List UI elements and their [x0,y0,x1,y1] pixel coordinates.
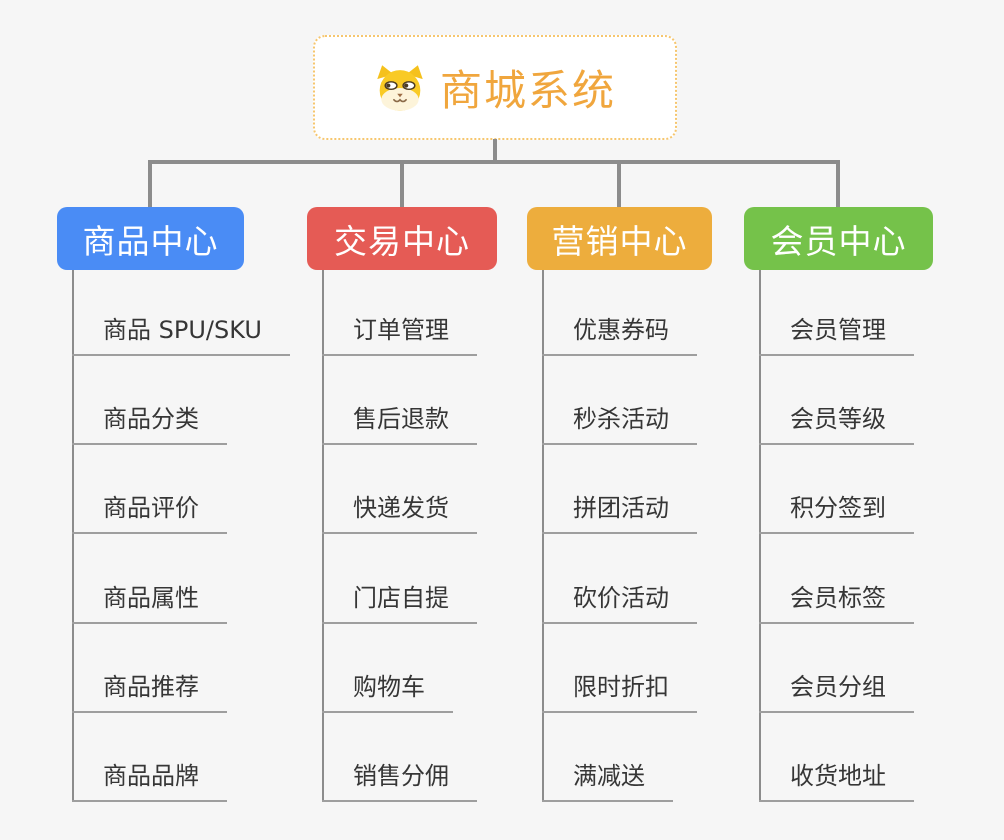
topic-item[interactable]: 会员管理 [759,312,914,356]
topic-item-label: 商品品牌 [103,762,199,790]
topic-item[interactable]: 商品品牌 [72,758,227,802]
topic-item[interactable]: 商品 SPU/SKU [72,312,290,356]
topic-item[interactable]: 会员等级 [759,401,914,445]
topic-item-label: 快递发货 [353,494,449,522]
branch-node-member-center[interactable]: 会员中心 [744,207,933,270]
topic-item-label: 商品分类 [103,405,199,433]
topic-item-label: 拼团活动 [573,494,669,522]
topic-item[interactable]: 门店自提 [322,580,477,624]
topic-item[interactable]: 购物车 [322,669,453,713]
topic-item[interactable]: 限时折扣 [542,669,697,713]
branch-column-marketing: 营销中心 优惠券码 秒杀活动 拼团活动 砍价活动 限时折扣 满减送 [527,207,787,807]
topic-item-label: 商品评价 [103,494,199,522]
shiba-dog-icon [377,64,423,111]
topic-item-label: 积分签到 [790,494,886,522]
topic-item-label: 会员标签 [790,584,886,612]
topic-item[interactable]: 收货地址 [759,758,914,802]
branch-node-marketing-center[interactable]: 营销中心 [527,207,712,270]
branch-column-product: 商品中心 商品 SPU/SKU 商品分类 商品评价 商品属性 商品推荐 商品品牌 [57,207,317,807]
connector-drop-product [148,160,152,207]
topic-item[interactable]: 会员分组 [759,669,914,713]
topic-item-label: 商品属性 [103,584,199,612]
topic-item[interactable]: 售后退款 [322,401,477,445]
connector-root-stub [493,139,497,161]
topic-item-label: 会员管理 [790,316,886,344]
connector-drop-marketing [617,160,621,207]
topic-item-label: 购物车 [353,673,425,701]
connector-drop-member [836,160,840,207]
topic-item-label: 售后退款 [353,405,449,433]
topic-item-label: 商品 SPU/SKU [103,316,262,344]
topic-item[interactable]: 会员标签 [759,580,914,624]
topic-item-label: 满减送 [573,762,645,790]
branch-node-product-center[interactable]: 商品中心 [57,207,244,270]
topic-item[interactable]: 商品推荐 [72,669,227,713]
topic-item-label: 订单管理 [353,316,449,344]
topic-item-label: 会员等级 [790,405,886,433]
topic-item-label: 销售分佣 [353,762,449,790]
topic-item[interactable]: 商品属性 [72,580,227,624]
topic-item[interactable]: 秒杀活动 [542,401,697,445]
connector-horizontal-bar [148,160,840,164]
branch-node-trade-center[interactable]: 交易中心 [307,207,497,270]
topic-item-label: 门店自提 [353,584,449,612]
topic-item[interactable]: 销售分佣 [322,758,477,802]
topic-item[interactable]: 积分签到 [759,490,914,534]
topic-item-label: 秒杀活动 [573,405,669,433]
topic-item-label: 限时折扣 [573,673,669,701]
topic-item[interactable]: 商品分类 [72,401,227,445]
topic-item-label: 商品推荐 [103,673,199,701]
topic-item-label: 优惠券码 [573,316,669,344]
topic-item[interactable]: 满减送 [542,758,673,802]
topic-item[interactable]: 订单管理 [322,312,477,356]
topic-item-label: 会员分组 [790,673,886,701]
topic-item[interactable]: 砍价活动 [542,580,697,624]
topic-item[interactable]: 优惠券码 [542,312,697,356]
topic-item-label: 砍价活动 [573,584,669,612]
branch-vline [72,270,74,802]
connector-drop-trade [400,160,404,207]
root-node[interactable]: 商城系统 [313,35,677,140]
branch-vline [759,270,761,802]
branch-vline [542,270,544,802]
root-title: 商城系统 [439,66,616,115]
topic-item[interactable]: 快递发货 [322,490,477,534]
topic-item-label: 收货地址 [790,762,886,790]
topic-item[interactable]: 拼团活动 [542,490,697,534]
branch-column-trade: 交易中心 订单管理 售后退款 快递发货 门店自提 购物车 销售分佣 [307,207,567,807]
branch-column-member: 会员中心 会员管理 会员等级 积分签到 会员标签 会员分组 收货地址 [744,207,1004,807]
topic-item[interactable]: 商品评价 [72,490,227,534]
branch-vline [322,270,324,802]
